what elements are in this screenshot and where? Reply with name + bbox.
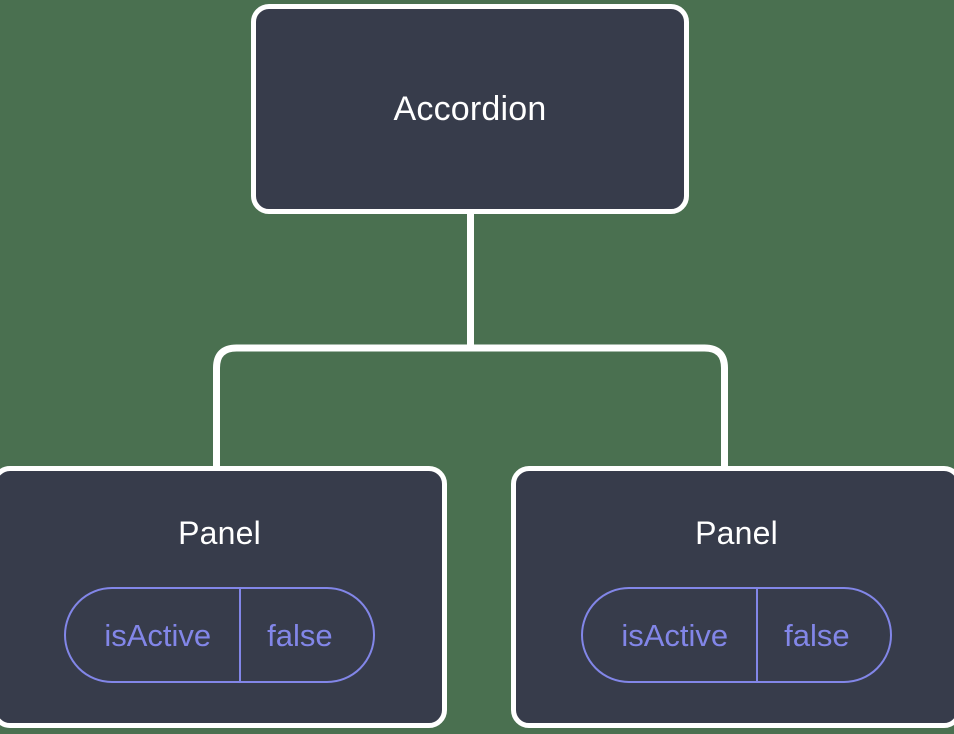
prop-value-label: false xyxy=(756,589,889,681)
node-accordion-label: Accordion xyxy=(393,90,547,128)
prop-key-label: isActive xyxy=(104,617,212,653)
node-accordion[interactable]: Accordion xyxy=(251,4,689,214)
prop-badge-isactive-left[interactable]: isActive false xyxy=(64,587,375,683)
prop-badge-isactive-right[interactable]: isActive false xyxy=(581,587,892,683)
prop-key-label: isActive xyxy=(621,617,729,653)
connector-branch-bar xyxy=(213,344,728,466)
node-panel-left[interactable]: Panel isActive false xyxy=(0,466,447,728)
node-panel-right[interactable]: Panel isActive false xyxy=(511,466,954,728)
prop-value-label: false xyxy=(239,589,372,681)
node-panel-left-label: Panel xyxy=(178,515,261,551)
node-panel-right-label: Panel xyxy=(695,515,778,551)
